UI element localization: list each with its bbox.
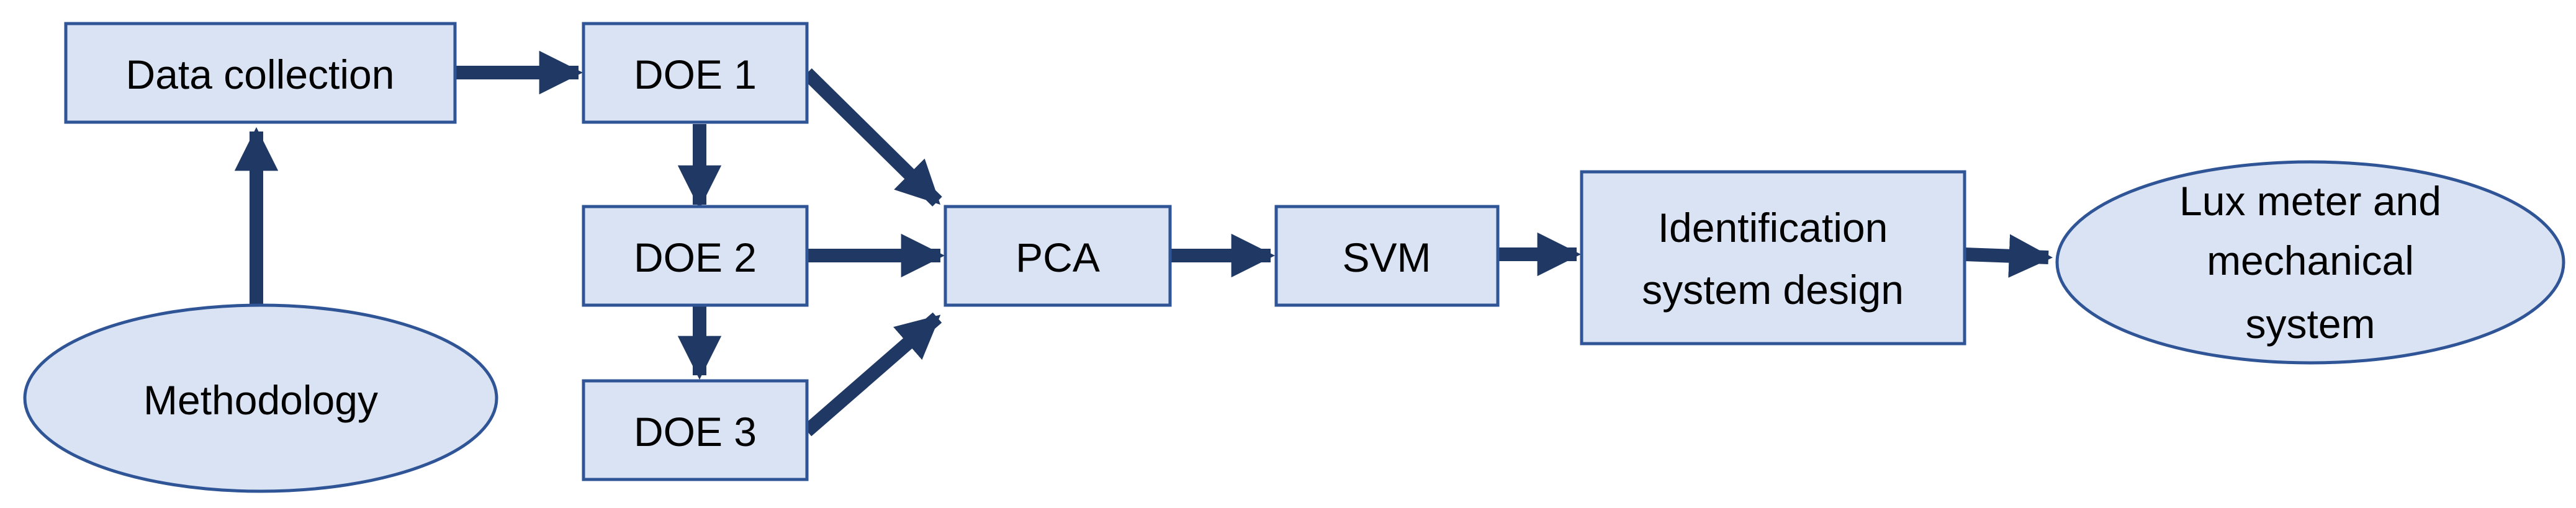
lux-meter-label-line2: mechanical xyxy=(2207,238,2414,283)
node-doe1: DOE 1 xyxy=(582,22,809,124)
arrows xyxy=(234,50,2053,437)
node-pca: PCA xyxy=(943,205,1172,307)
methodology-label: Methodology xyxy=(143,377,378,423)
node-identification: Identification system design xyxy=(1580,170,1966,345)
node-doe3: DOE 3 xyxy=(582,379,809,481)
lux-meter-ellipse xyxy=(2055,160,2565,365)
arrow-doe3-to-pca xyxy=(802,312,942,437)
node-doe2: DOE 2 xyxy=(582,205,809,307)
doe3-label: DOE 3 xyxy=(634,409,757,455)
identification-label-line1: Identification xyxy=(1658,205,1888,251)
data-collection-label: Data collection xyxy=(126,51,395,97)
identification-box xyxy=(1580,170,1966,345)
methodology-ellipse xyxy=(23,303,498,493)
node-svm: SVM xyxy=(1274,205,1500,307)
doe1-box xyxy=(582,22,809,124)
node-lux-meter: Lux meter and mechanical system xyxy=(2055,160,2565,365)
svm-box xyxy=(1274,205,1500,307)
doe3-box xyxy=(582,379,809,481)
arrow-identification-to-lux xyxy=(1964,234,2053,278)
lux-meter-label-line1: Lux meter and xyxy=(2179,178,2441,224)
lux-meter-label-line3: system xyxy=(2245,301,2375,347)
doe2-box xyxy=(582,205,809,307)
arrow-doe1-to-pca xyxy=(802,68,942,207)
doe2-label: DOE 2 xyxy=(634,234,757,280)
doe1-label: DOE 1 xyxy=(634,51,757,97)
pca-label: PCA xyxy=(1016,234,1100,280)
pca-box xyxy=(943,205,1172,307)
node-data-collection: Data collection xyxy=(64,22,457,124)
identification-label-line2: system design xyxy=(1642,267,1904,313)
node-methodology: Methodology xyxy=(23,303,498,493)
data-collection-box xyxy=(64,22,457,124)
svm-label: SVM xyxy=(1342,234,1431,280)
